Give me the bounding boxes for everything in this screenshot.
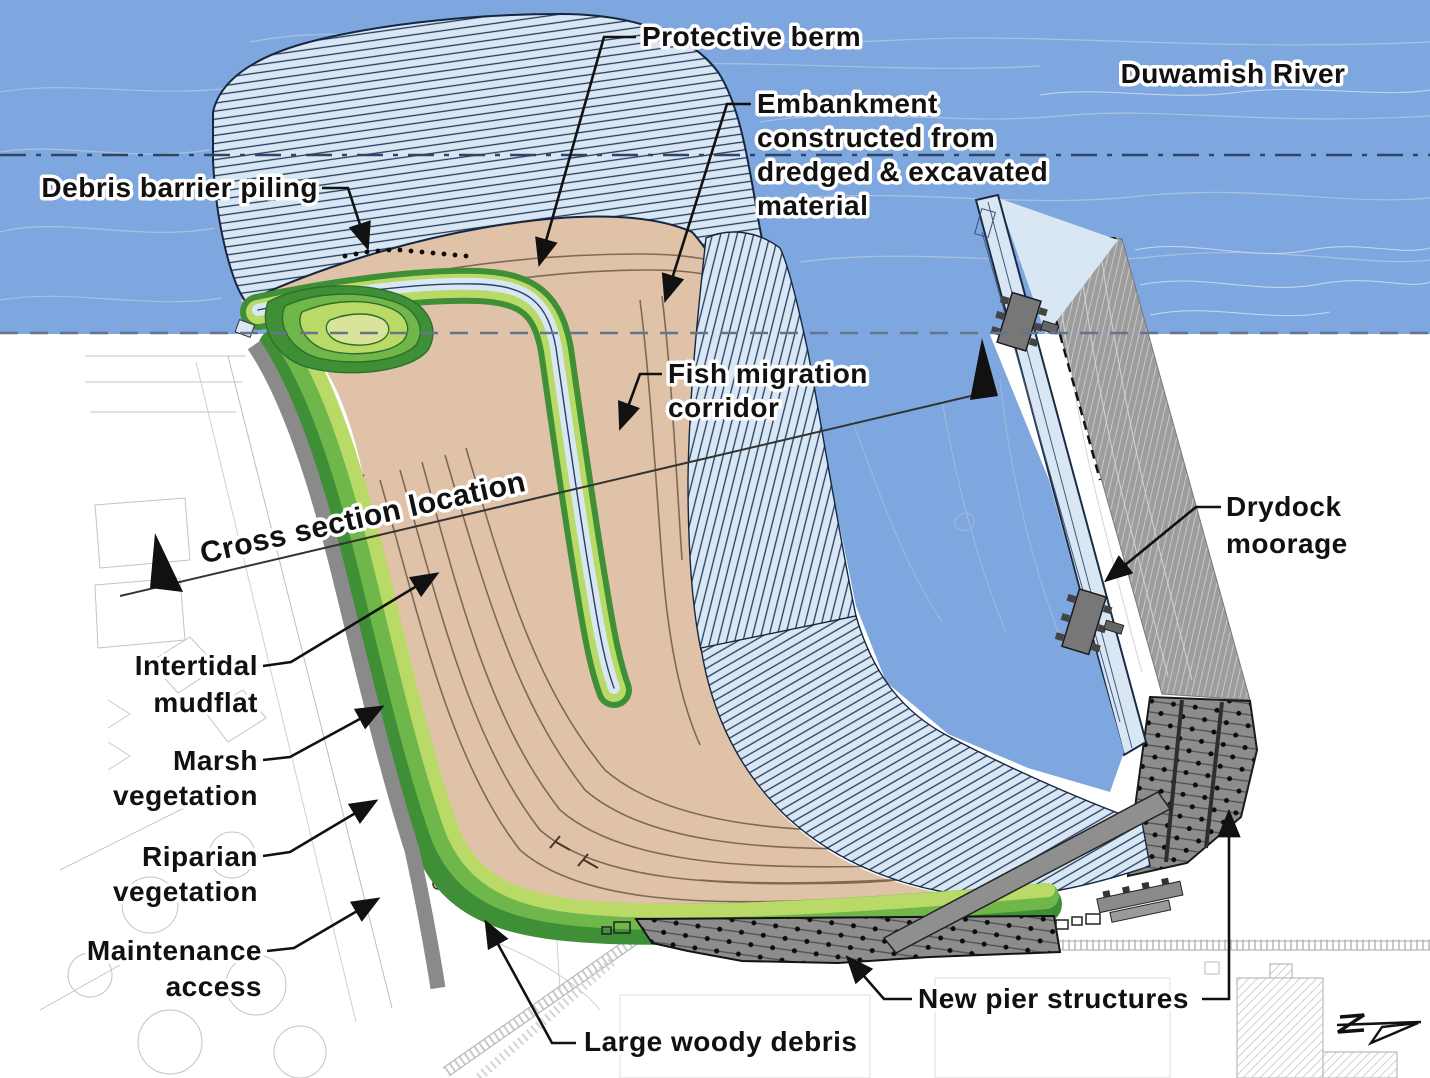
label-debris-barrier-piling: Debris barrier piling — [41, 172, 318, 203]
svg-text:Embankment: Embankment — [757, 88, 938, 119]
label-protective-berm: Protective berm — [642, 21, 861, 52]
section-marker-left — [150, 533, 183, 592]
riparian-hill — [264, 285, 434, 374]
svg-text:vegetation: vegetation — [113, 876, 258, 907]
svg-text:Maintenance: Maintenance — [87, 935, 262, 966]
svg-text:dredged & excavated: dredged & excavated — [757, 156, 1048, 187]
drydock-texture — [1054, 243, 1193, 681]
leader-fish-migration — [618, 372, 662, 431]
leader-maintenance — [266, 897, 381, 953]
north-arrow-icon — [1336, 1013, 1422, 1046]
corner-pier — [1126, 695, 1259, 878]
label-large-woody-debris: Large woody debris — [584, 1026, 858, 1057]
float-structures — [1096, 877, 1184, 923]
leader-debris-piling — [322, 186, 371, 251]
svg-text:Fish migration: Fish migration — [668, 358, 868, 389]
marsh-band-light — [289, 327, 1055, 918]
label-drydock-moorage: Drydock moorage — [1223, 488, 1351, 563]
leader-riparian — [262, 799, 379, 858]
label-maintenance-access: Maintenance access — [83, 932, 265, 1006]
maintenance-road — [247, 340, 446, 990]
svg-text:moorage: moorage — [1226, 528, 1348, 559]
label-marsh-vegetation: Marsh vegetation — [109, 742, 261, 815]
label-embankment: Embankment constructed from dredged & ex… — [754, 85, 1052, 225]
leader-pier-left — [845, 955, 912, 1001]
svg-text:mudflat: mudflat — [153, 687, 258, 718]
svg-text:Intertidal: Intertidal — [135, 650, 258, 681]
svg-text:constructed from: constructed from — [757, 122, 995, 153]
building-footprint — [1236, 963, 1398, 1078]
leader-marsh — [262, 705, 385, 762]
svg-text:access: access — [166, 971, 262, 1002]
cross-section-line — [119, 338, 998, 597]
label-riparian-vegetation: Riparian vegetation — [109, 838, 261, 911]
label-intertidal-mudflat: Intertidal mudflat — [131, 647, 261, 722]
section-marker-right — [970, 338, 998, 400]
tidal-channel — [240, 267, 632, 708]
railroad-tracks — [442, 931, 1430, 1078]
leader-intertidal — [262, 572, 440, 668]
leader-drydock — [1103, 505, 1221, 583]
lagoon-contours — [851, 379, 1063, 643]
svg-text:Riparian: Riparian — [142, 841, 258, 872]
embankment-slope — [687, 231, 1151, 898]
svg-text:corridor: corridor — [668, 392, 779, 423]
leader-embankment — [661, 102, 751, 303]
svg-text:vegetation: vegetation — [113, 780, 258, 811]
label-new-pier-structures: New pier structures — [918, 983, 1189, 1014]
label-leaders — [262, 35, 1241, 1045]
access-ramp — [882, 791, 1172, 954]
moorage-structure-lower — [1054, 587, 1125, 656]
label-duwamish-river: Duwamish River — [1121, 58, 1346, 89]
svg-text:Marsh: Marsh — [173, 745, 258, 776]
harbor-lines — [0, 153, 1430, 335]
leader-pier-right — [1202, 808, 1241, 1001]
bottom-pier — [601, 913, 1101, 965]
svg-text:Drydock: Drydock — [1226, 491, 1342, 522]
leader-woody-debris — [484, 919, 576, 1045]
debris-barrier-piling-dots — [342, 247, 469, 259]
moorage-structure-upper — [990, 291, 1060, 352]
lagoon — [789, 330, 1124, 792]
svg-text:material: material — [757, 190, 868, 221]
shoal-contours — [1039, 88, 1430, 317]
leader-protective-berm — [535, 35, 636, 268]
label-fish-migration: Fish migration corridor — [665, 355, 871, 427]
